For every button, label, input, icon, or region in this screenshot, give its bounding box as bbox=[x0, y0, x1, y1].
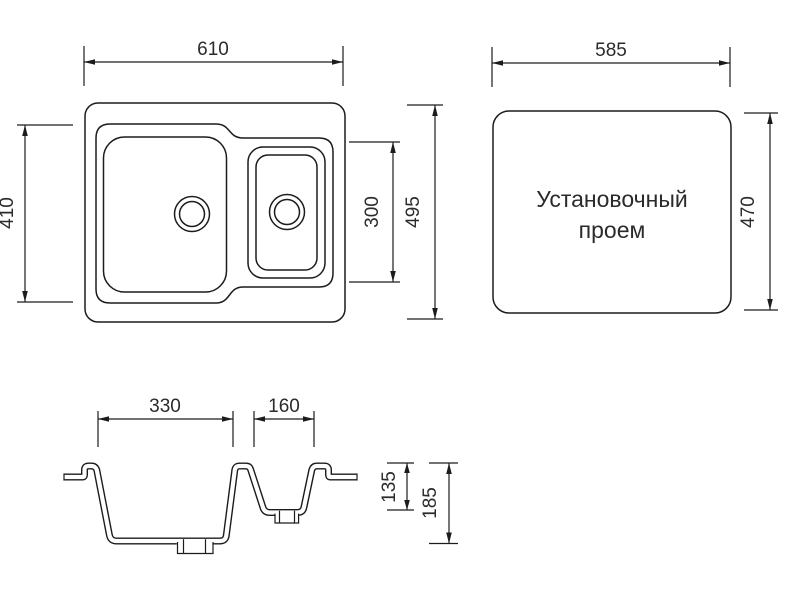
opening-label-line1: Установочный bbox=[536, 186, 687, 212]
small-drain-fitting bbox=[274, 510, 300, 524]
small-drain-outer-circle bbox=[268, 193, 306, 231]
main-drain-outer-circle bbox=[173, 195, 211, 233]
sink-top-view bbox=[84, 102, 346, 323]
dim-label-160: 160 bbox=[268, 396, 300, 417]
installation-opening-view: Установочный проем bbox=[492, 110, 732, 314]
dim-opening-depth: 470 bbox=[738, 112, 778, 311]
main-drain-fitting bbox=[176, 539, 214, 555]
sink-outer-edge bbox=[84, 102, 346, 323]
dim-label-470: 470 bbox=[738, 196, 759, 228]
main-bowl-inner-edge bbox=[102, 136, 228, 293]
dim-label-135: 135 bbox=[379, 471, 400, 503]
dim-small-bowl-width: 160 bbox=[253, 396, 315, 447]
small-bowl-rim bbox=[247, 146, 326, 279]
dim-label-495: 495 bbox=[403, 196, 424, 228]
dim-label-585: 585 bbox=[595, 40, 627, 61]
opening-outline bbox=[492, 110, 732, 314]
opening-label-line2: проем bbox=[579, 217, 646, 243]
section-profile-inner bbox=[64, 463, 357, 544]
dim-label-410: 410 bbox=[0, 197, 18, 229]
sink-rim-outline bbox=[95, 123, 334, 304]
dim-main-bowl-width: 330 bbox=[97, 396, 234, 447]
dim-label-300: 300 bbox=[362, 196, 383, 228]
small-drain-inner-circle bbox=[273, 198, 301, 226]
dim-small-bowl-length: 300 bbox=[349, 141, 400, 283]
dim-small-bowl-depth: 135 bbox=[379, 462, 414, 511]
small-bowl-inner-edge bbox=[255, 154, 318, 271]
dim-label-330: 330 bbox=[149, 396, 181, 417]
dim-overall-width: 610 bbox=[83, 39, 344, 86]
main-drain-inner-circle bbox=[178, 200, 206, 228]
cross-section-view bbox=[63, 462, 358, 555]
dim-main-bowl-length: 410 bbox=[0, 124, 73, 303]
dim-main-bowl-depth: 185 bbox=[420, 462, 458, 545]
dim-label-185: 185 bbox=[420, 487, 441, 519]
dim-label-610: 610 bbox=[197, 39, 229, 60]
dim-opening-width: 585 bbox=[491, 40, 731, 87]
dim-overall-depth: 495 bbox=[403, 104, 443, 320]
